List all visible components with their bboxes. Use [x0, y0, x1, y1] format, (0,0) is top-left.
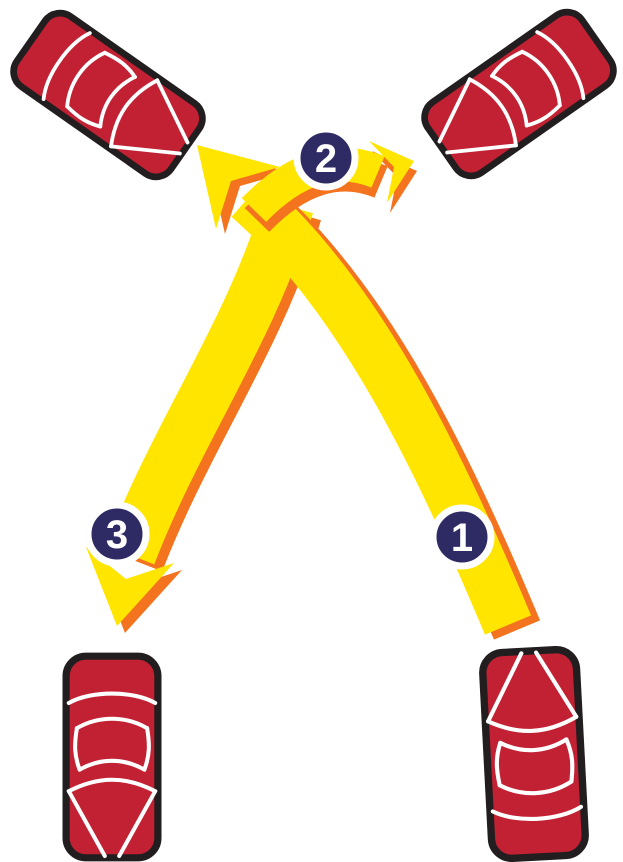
step-marker-1-number: 1 — [451, 516, 473, 560]
turn-arrow-1-head — [197, 145, 280, 229]
step-marker-3-number: 3 — [106, 513, 128, 557]
turn-arrow-2-head — [369, 141, 414, 203]
turn-arrow-3-band — [105, 198, 313, 565]
turn-arrow-3 — [86, 198, 321, 633]
car-bottom-right — [482, 649, 586, 860]
step-marker-3: 3 — [84, 501, 150, 567]
car-bottom-left — [66, 656, 158, 858]
step-marker-2-circle — [293, 125, 359, 191]
step-marker-2: 2 — [293, 125, 359, 191]
car-top-left — [6, 6, 209, 184]
step-marker-1-circle — [429, 504, 495, 570]
step-marker-1: 1 — [429, 504, 495, 570]
turn-arrow-3-head — [86, 547, 174, 626]
step-marker-3-circle — [84, 501, 150, 567]
car-top-right — [417, 5, 620, 183]
step-marker-2-number: 2 — [315, 137, 337, 181]
